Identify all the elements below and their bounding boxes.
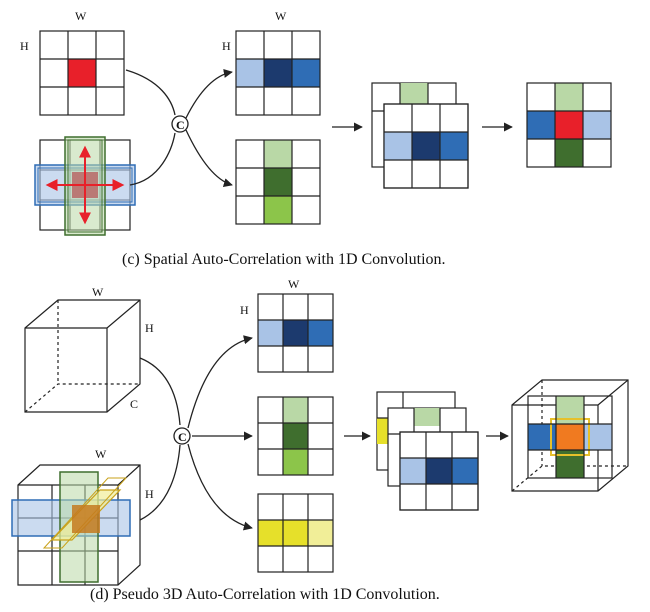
grid-axis-w: W	[288, 277, 300, 291]
stacked-grids-d	[376, 391, 479, 511]
cross-kernel-grid-c	[34, 136, 136, 236]
horizontal-output-grid-d: W H	[240, 277, 334, 373]
vertical-output-grid-d	[257, 396, 334, 476]
panel-c: W H	[20, 9, 612, 268]
result-grid-c	[526, 82, 612, 168]
axis-label-w: W	[75, 9, 87, 23]
panel-d: W H C W H	[11, 277, 629, 603]
cube-axis-w: W	[92, 285, 104, 299]
caption-d: (d) Pseudo 3D Auto-Correlation with 1D C…	[90, 586, 440, 603]
result-cube-d	[511, 379, 629, 492]
red-direction-arrows	[45, 145, 125, 225]
caption-c: (c) Spatial Auto-Correlation with 1D Con…	[122, 251, 446, 268]
concat-symbol: C	[176, 118, 185, 132]
kernel-cube-axis-w: W	[95, 447, 107, 461]
concat-symbol-d: C	[178, 430, 187, 444]
stacked-grids-c	[371, 82, 469, 189]
center-cell-red	[68, 59, 96, 87]
concat-icon-d	[173, 427, 191, 445]
kernel-cube-axis-h: H	[145, 487, 154, 501]
kernel-cube-d: W H	[11, 447, 154, 586]
cube-axis-c: C	[130, 397, 138, 411]
input-cube-d: W H C	[24, 285, 154, 413]
axis-label-w-2: W	[275, 9, 287, 23]
concat-icon	[171, 115, 189, 133]
axis-label-h: H	[20, 39, 29, 53]
cube-axis-h: H	[145, 321, 154, 335]
concat-flow-c	[125, 68, 233, 188]
input-grid-c: W H	[20, 9, 125, 116]
channel-output-grid-d	[257, 493, 334, 573]
grid-lines	[39, 30, 125, 116]
horizontal-output-grid-c: W H	[222, 9, 321, 116]
grid-axis-h: H	[240, 303, 249, 317]
concat-flow-d	[139, 335, 253, 531]
axis-label-h-2: H	[222, 39, 231, 53]
vertical-output-grid-c	[235, 139, 321, 225]
